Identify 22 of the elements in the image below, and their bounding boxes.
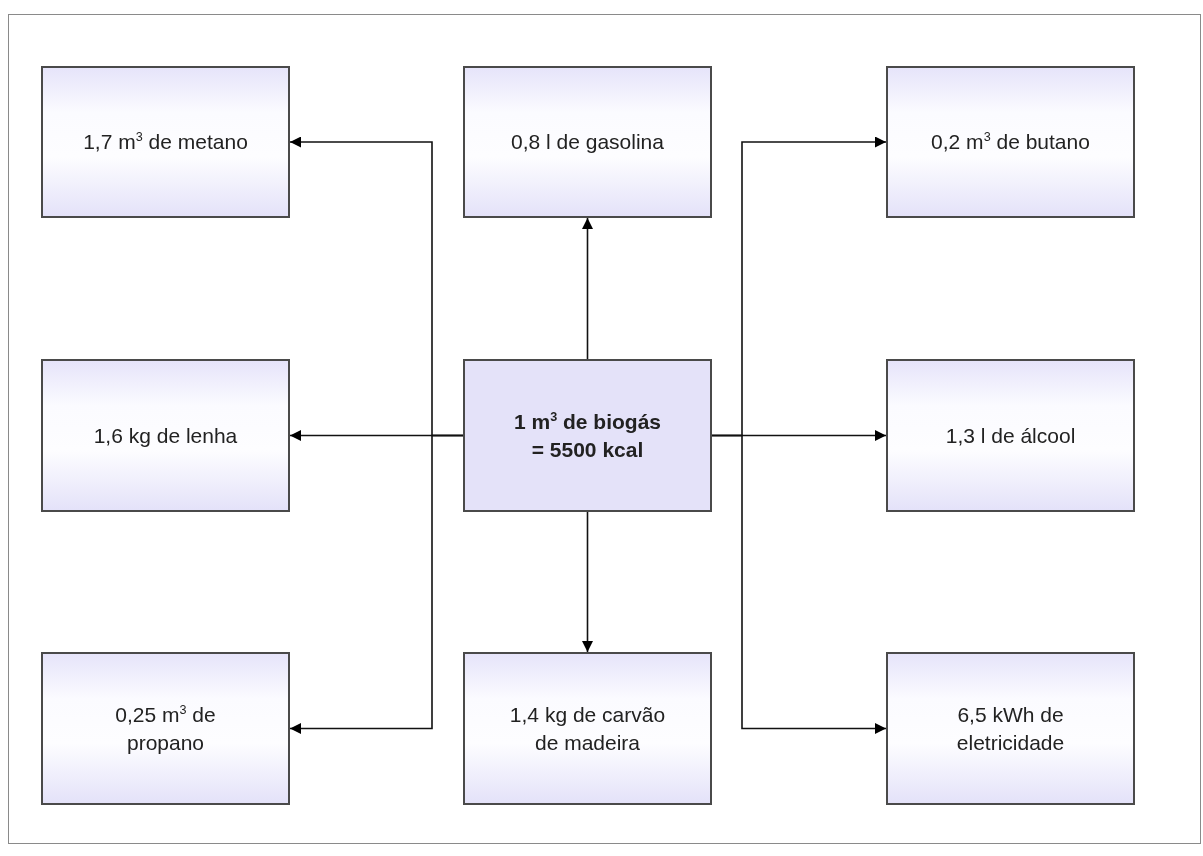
process-box	[41, 359, 290, 512]
process-box	[41, 652, 290, 805]
box-label: 0,2 m$^{3}$ de butano	[931, 129, 1090, 156]
box-label: 0,8 l de gasolina	[511, 129, 664, 156]
box-label: 1,3 l de álcool	[945, 422, 1076, 449]
arrow	[289, 434, 464, 734]
box-label: 6,5 kWh de eletricidade	[955, 702, 1066, 756]
arrow	[711, 434, 887, 734]
process-box	[463, 359, 712, 512]
arrow	[582, 511, 593, 653]
box-label: 1,7 m$^{3}$ de metano	[83, 129, 248, 156]
process-box	[886, 66, 1135, 218]
process-box	[886, 359, 1135, 512]
arrow	[582, 217, 593, 360]
process-box	[886, 652, 1135, 805]
box-label: 1 m$^{3}$ de biogás = 5500 kcal	[512, 409, 663, 463]
box-label: 0,25 m$^{3}$ de propano	[114, 702, 217, 756]
process-box	[463, 652, 712, 805]
process-box	[41, 66, 290, 218]
box-label: 1,4 kg de carvão de madeira	[508, 702, 667, 756]
box-label: 1,6 kg de lenha	[93, 422, 238, 449]
process-box	[463, 66, 712, 218]
